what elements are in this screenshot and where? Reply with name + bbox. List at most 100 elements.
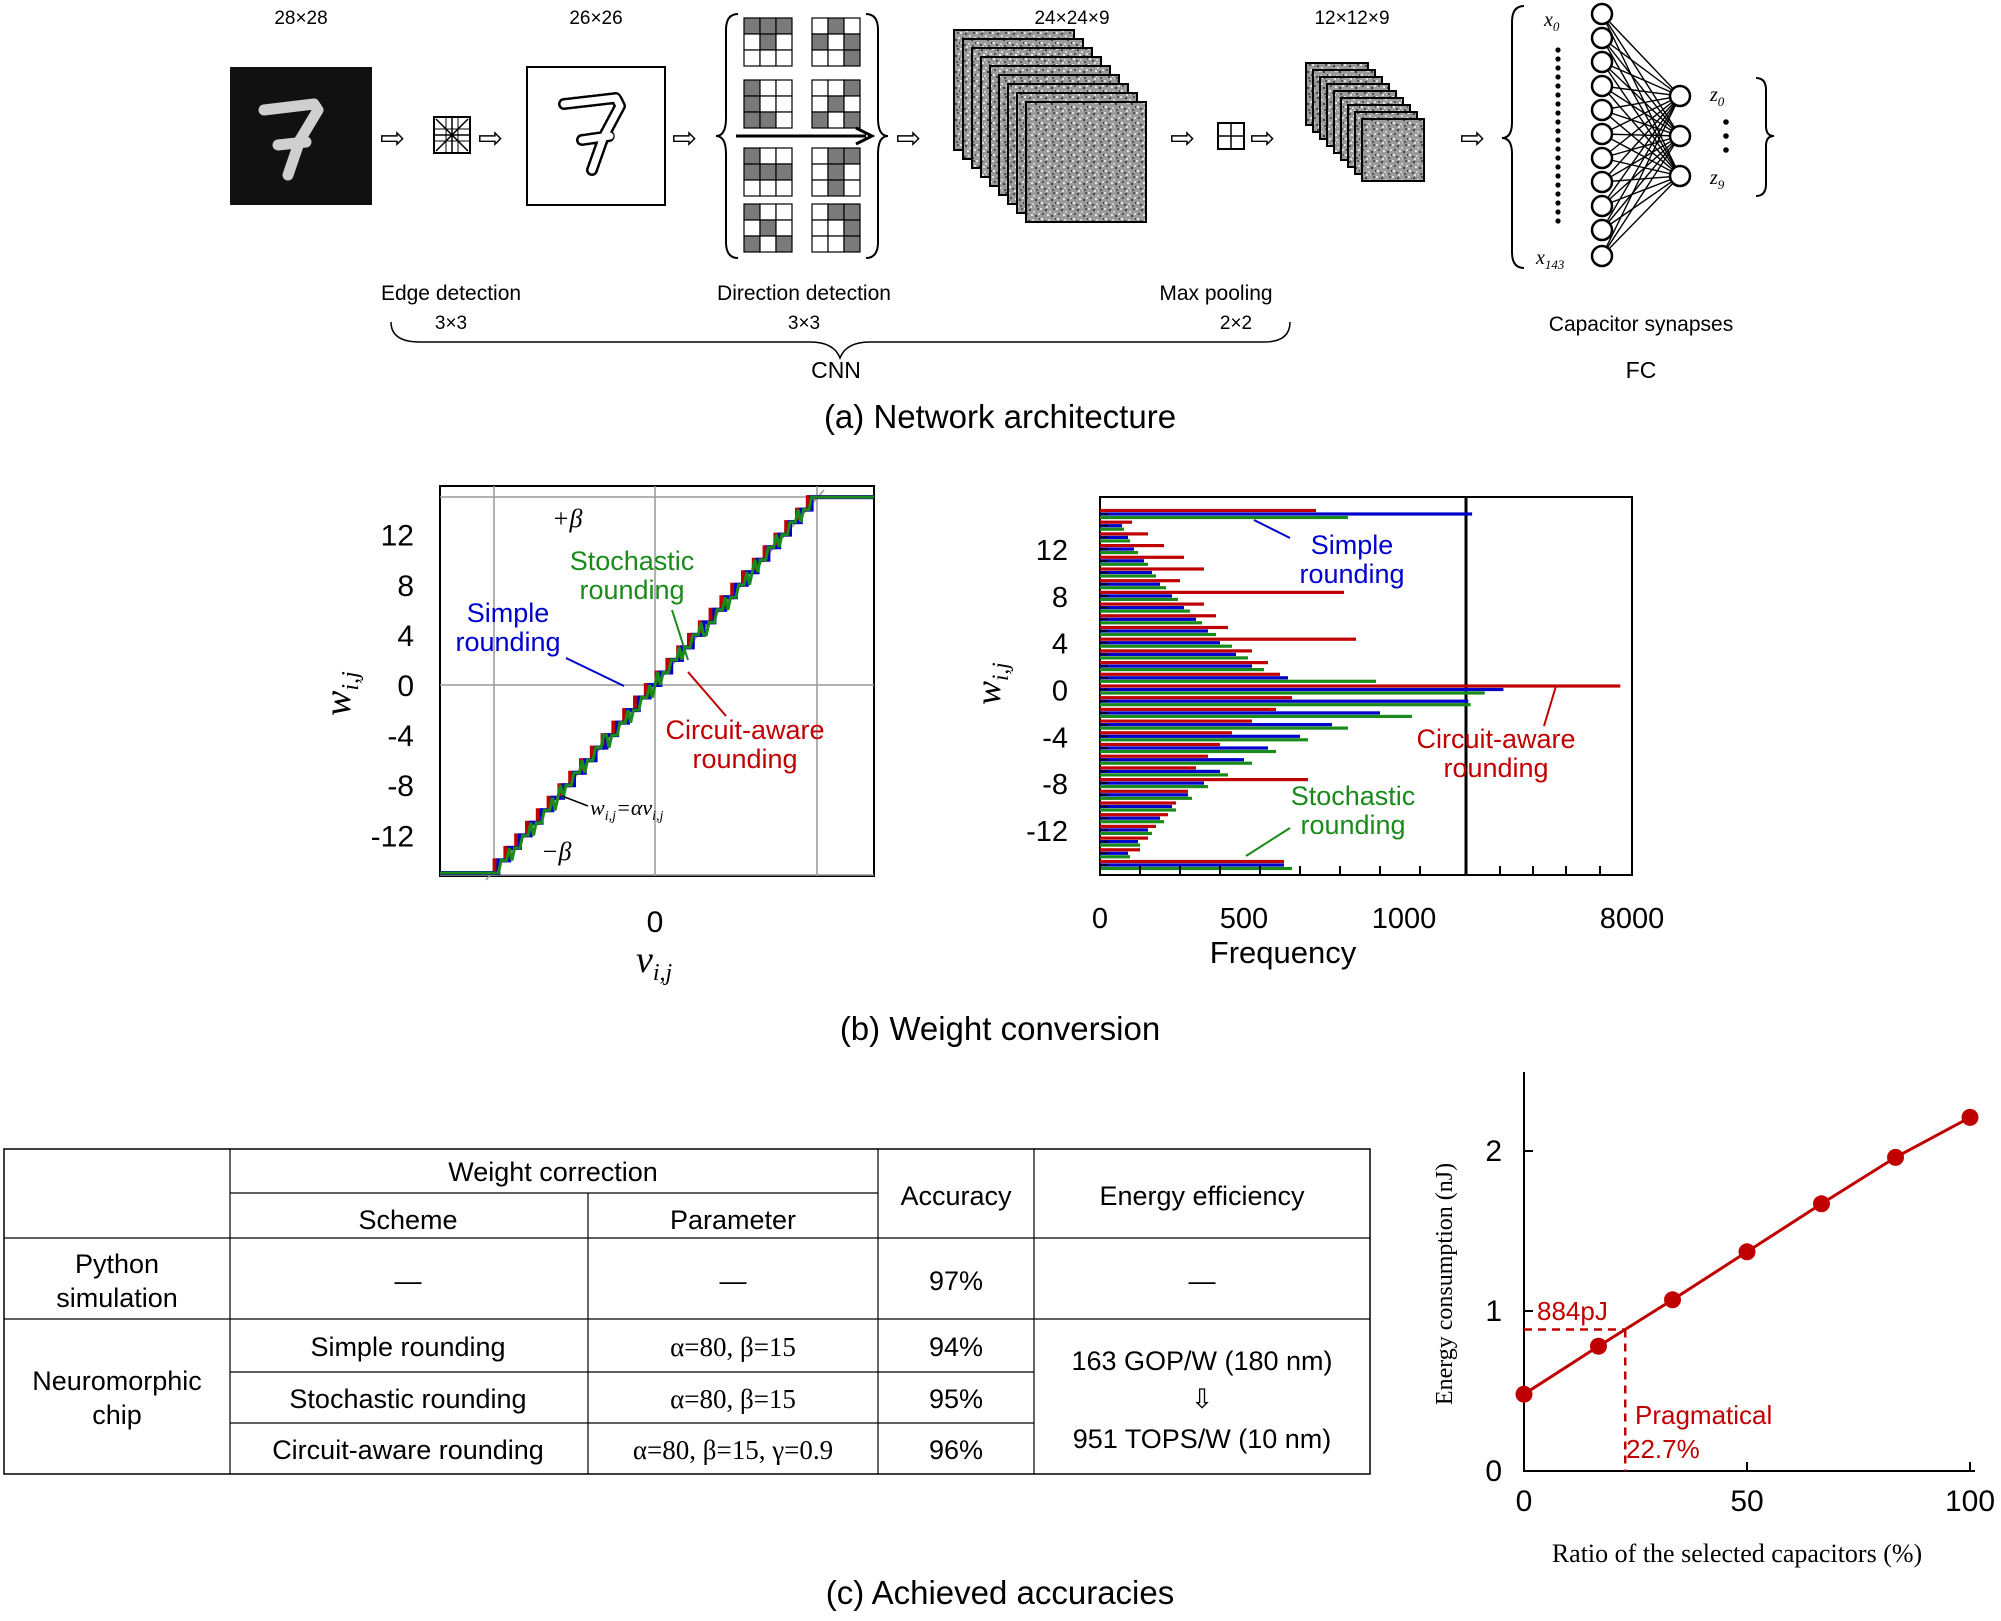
header-parameter: Parameter [670,1205,796,1235]
caption-c: (c) Achieved accuracies [826,1574,1174,1611]
fc-synapse [1601,95,1681,207]
data-point [1812,1195,1830,1213]
histogram-bar [1100,699,1469,703]
histogram-bar [1100,652,1236,656]
histogram-bar [1100,742,1220,747]
direction-kernel-cell [743,17,761,35]
histogram-bar [1100,816,1160,820]
histogram-bar [1100,582,1160,586]
row2-scheme: Stochastic rounding [289,1384,526,1414]
fc-input-dot [1555,218,1561,224]
direction-kernel-cell [827,147,845,165]
direction-kernel-cell [843,111,861,129]
histogram-bar [1100,758,1244,762]
fc-synapse [1601,95,1681,231]
fc-x0: x0 [1543,9,1560,34]
stochastic-leader [671,609,689,661]
histogram-bar [1100,804,1172,809]
histogram-bar [1100,761,1252,765]
histogram-bar [1100,866,1292,871]
histogram-bar [1100,738,1308,742]
direction-kernel-cell [843,219,861,237]
row1-param: α=80, β=15 [670,1332,796,1362]
fc-z9: z9 [1709,167,1725,192]
direction-feature-maps [953,29,1147,223]
histogram-bar [1100,621,1202,625]
direction-kernel-cell [843,147,861,165]
fc-input-dot [1555,119,1561,125]
label-pool-kernel: 2×2 [1220,313,1252,334]
y-tick-label: 4 [397,620,414,653]
fc-input-node [1590,194,1614,218]
fc-synapse [1601,175,1681,257]
label-cnn: CNN [811,357,861,383]
direction-kernel-cell [811,95,829,113]
fc-synapse [1601,135,1681,207]
direction-kernel-cell [843,235,861,253]
python-param: — [720,1266,747,1296]
fc-synapse [1601,13,1681,137]
histogram-bar [1100,851,1128,855]
histogram-bar [1100,567,1204,571]
direction-kernel-cell [759,49,777,67]
direction-kernel-cell [743,147,761,165]
stochastic-leader [1245,827,1291,857]
histogram-bar [1100,848,1140,852]
direction-kernel-cell [743,219,761,237]
fc-input-dot [1555,128,1561,134]
direction-kernel-cell [827,79,845,97]
histogram-bar [1100,813,1168,817]
fc-input-node [1590,74,1614,98]
histogram-bar [1100,539,1130,543]
fc-z0: z0 [1709,84,1725,109]
direction-kernel-cell [827,33,845,51]
fc-input-dot [1555,155,1561,161]
y-tick-label: 12 [1036,535,1068,567]
fc-synapse [1601,95,1681,135]
header-accuracy: Accuracy [900,1181,1012,1211]
histogram-bar [1100,820,1164,824]
fc-input-dot [1555,101,1561,107]
histogram-bar [1100,629,1208,633]
fc-synapse [1601,13,1681,177]
fc-input-dot [1555,146,1561,152]
fc-input-dot [1555,137,1561,143]
fc-synapse [1601,175,1681,183]
direction-kernel-cell [775,203,793,221]
row2-param: α=80, β=15 [670,1384,796,1414]
histogram-bar [1100,749,1276,754]
fc-input-node [1590,170,1614,194]
histogram-bar [1100,676,1288,680]
histogram-bar [1100,649,1252,653]
histogram-bar [1100,843,1140,847]
histogram-bar [1100,707,1276,711]
histogram-bar [1100,625,1228,630]
label-direction-detection: Direction detection [717,282,891,305]
histogram-bar [1100,840,1138,844]
histogram-bar [1100,796,1192,800]
y-tick-label: -12 [371,820,414,853]
fc-input-dot [1555,164,1561,170]
cnn-brace [390,321,1291,361]
python-scheme: — [395,1266,422,1296]
fc-input-dot [1555,56,1561,62]
histogram-bar [1100,684,1621,688]
python-energy: — [1189,1266,1216,1296]
y-tick-label: -8 [387,770,414,803]
direction-kernel-cell [759,111,777,129]
x-axis-label: vi,j [636,939,673,986]
x-tick-label: 50 [1730,1485,1763,1518]
x-tick-0: 0 [647,906,664,939]
pooled-map [1361,118,1425,182]
fc-synapse [1601,61,1681,97]
histogram-bar [1100,703,1471,707]
direction-kernel-cell [743,163,761,181]
direction-kernel-cell [743,79,761,97]
histogram-bar [1100,711,1380,715]
direction-kernel-cell [811,49,829,67]
accuracy-table: Weight correction Scheme Parameter Accur… [3,1148,1371,1475]
pooled-feature-maps [1305,62,1425,182]
histogram-bar [1100,773,1228,777]
